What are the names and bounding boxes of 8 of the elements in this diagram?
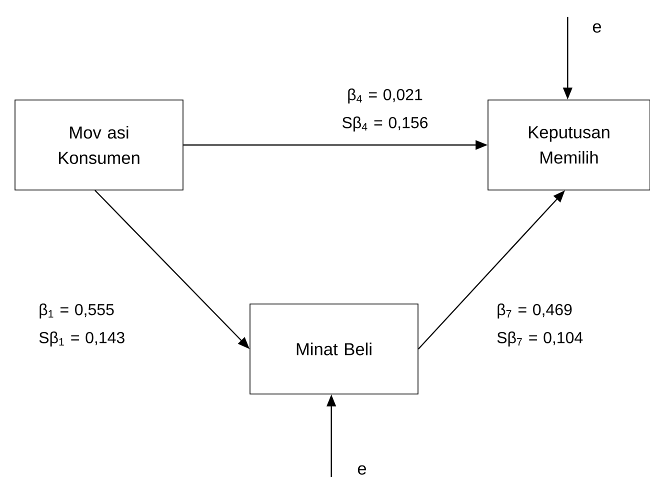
edge-label: β$_{1}$ = 0,555 Sβ$_{1}$ = 0,143 bbox=[39, 304, 124, 346]
error-term-label: e bbox=[592, 23, 602, 33]
error-term-label: e bbox=[358, 465, 366, 475]
variable-box: Keputusan Memilih bbox=[488, 100, 650, 190]
variable-box: Mov asi Konsumen bbox=[14, 100, 184, 190]
variable-box: Minat Beli bbox=[250, 304, 418, 394]
edge-label: β$_{4}$ = 0,021 Sβ$_{4}$ = 0,156 bbox=[342, 88, 428, 132]
edge-label: β$_{7}$ = 0,469 Sβ$_{7}$ = 0,104 bbox=[497, 304, 583, 346]
